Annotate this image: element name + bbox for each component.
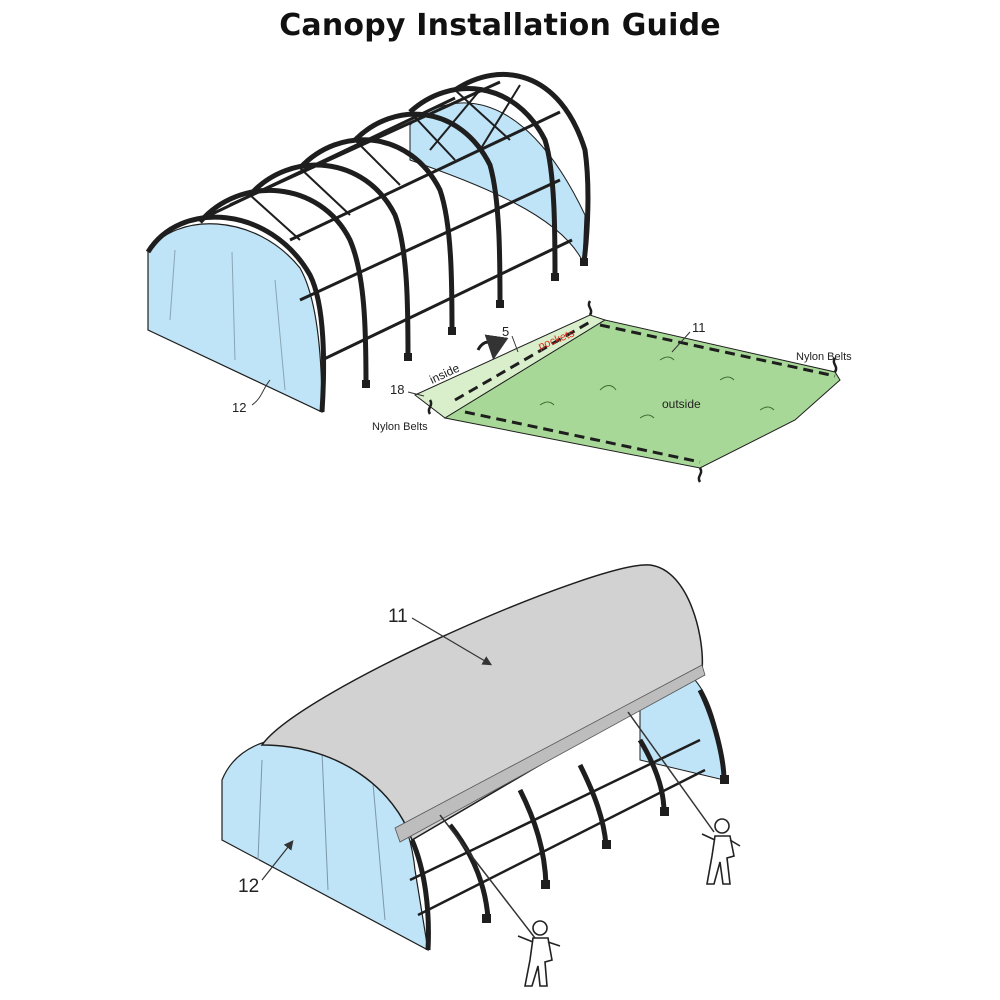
bottom-figure: 11 12 [221, 564, 741, 987]
label-part-18: 18 [390, 382, 404, 397]
label-end-wall-12-bottom: 12 [238, 876, 259, 897]
label-outside: outside [662, 397, 701, 411]
fold-arrow [476, 334, 509, 360]
top-leader-lines [251, 331, 691, 406]
frame-braces [249, 84, 521, 241]
label-canopy-11-bottom: 11 [388, 606, 408, 627]
belt-hooks [427, 300, 838, 483]
label-part-5: 5 [502, 324, 509, 339]
page-title: Canopy Installation Guide [279, 8, 721, 43]
frame-feet-bottom [482, 775, 729, 923]
worker-figure-right [701, 818, 741, 885]
installed-canopy [260, 564, 704, 842]
canopy-sheet [443, 319, 841, 469]
canopy-belt-lines [454, 320, 836, 464]
top-figure: 12 11 5 18 inside pockets outside Nylon … [145, 71, 852, 483]
label-end-wall-12: 12 [232, 400, 246, 415]
label-nylon-belts-right: Nylon Belts [796, 351, 852, 363]
bottom-leader-lines [261, 617, 493, 881]
frame-arches-bottom [409, 688, 727, 951]
canopy-wrinkles [539, 356, 775, 419]
frame-feet [362, 258, 588, 388]
worker-figure-left [517, 920, 561, 987]
tension-ropes [439, 711, 715, 939]
canopy-edge-band [394, 664, 706, 843]
front-wall-seams [169, 249, 286, 391]
front-wall-seams-bottom [257, 751, 386, 921]
frame-arches [145, 71, 591, 413]
label-canopy-11: 11 [692, 320, 706, 335]
frame-purlins-bottom [409, 738, 706, 917]
label-nylon-belts-left: Nylon Belts [372, 421, 428, 433]
